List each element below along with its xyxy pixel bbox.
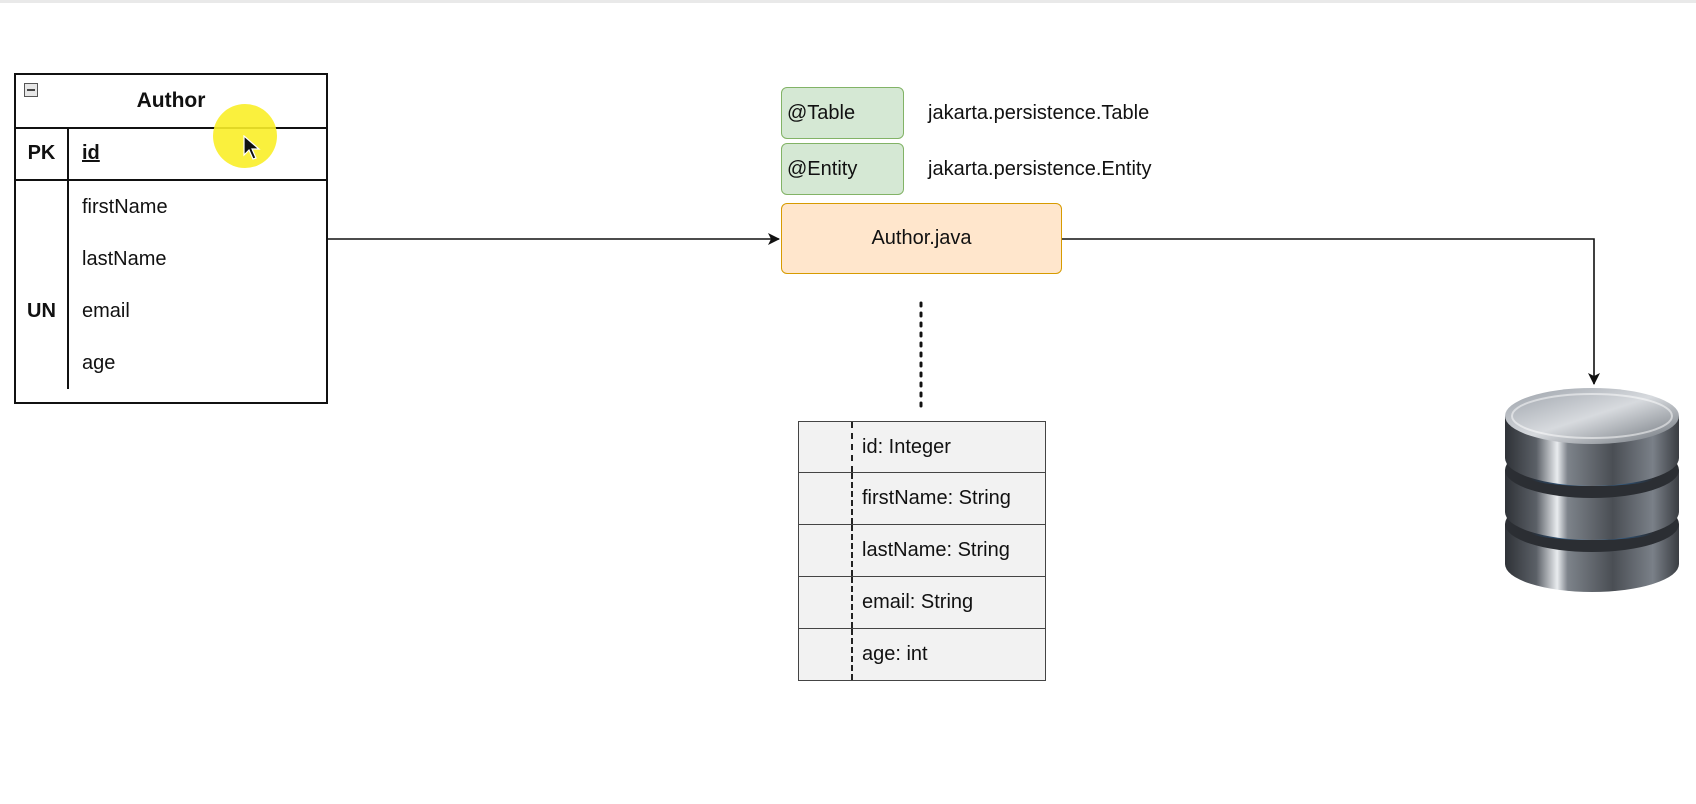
entity-field: lastName: [82, 247, 167, 270]
field-key-label: UN: [27, 299, 56, 322]
entity-field: age: [82, 351, 116, 374]
class-field-label: email: String: [862, 591, 974, 613]
row-divider: [851, 473, 853, 524]
field-key-label: [16, 233, 67, 285]
class-fields-list[interactable]: id: Integer firstName: String lastName: …: [798, 421, 1046, 681]
field-key-label: [16, 181, 67, 233]
cursor-highlight: [213, 104, 277, 168]
list-item[interactable]: id: Integer: [798, 421, 1046, 473]
entity-field: firstName: [82, 195, 168, 218]
list-item[interactable]: email: String: [798, 577, 1046, 629]
key-column-divider: [67, 181, 69, 389]
java-class-box[interactable]: Author.java: [781, 203, 1062, 274]
table-annotation-qualified: jakarta.persistence.Table: [928, 101, 1150, 124]
top-divider: [0, 0, 1696, 3]
entity-field: email: [82, 299, 130, 322]
class-field-label: age: int: [862, 643, 928, 665]
field-key-label: [16, 337, 67, 389]
class-to-database-arrow: [1062, 238, 1600, 385]
class-field-label: firstName: String: [862, 487, 1011, 509]
entity-annotation-qualified: jakarta.persistence.Entity: [928, 157, 1152, 180]
row-divider: [851, 525, 853, 576]
primary-key-row: PK id: [16, 127, 326, 181]
pk-field-name: id: [82, 141, 100, 164]
class-field-label: lastName: String: [862, 539, 1010, 561]
row-divider: [851, 629, 853, 680]
pk-key-label: PK: [27, 141, 56, 164]
key-column-divider: [67, 127, 69, 179]
list-item[interactable]: firstName: String: [798, 473, 1046, 525]
entity-header: Author: [16, 75, 326, 129]
database-icon[interactable]: [1500, 384, 1684, 602]
table-annotation[interactable]: @Table: [781, 87, 904, 139]
entity-title: Author: [136, 89, 206, 112]
list-item[interactable]: age: int: [798, 629, 1046, 681]
author-entity-table[interactable]: Author PK id firstName lastName UN email…: [14, 73, 328, 404]
collapse-icon[interactable]: [24, 83, 38, 97]
list-item[interactable]: lastName: String: [798, 525, 1046, 577]
entity-annotation[interactable]: @Entity: [781, 143, 904, 195]
row-divider: [851, 422, 853, 472]
class-field-label: id: Integer: [862, 435, 951, 458]
cursor-arrow-icon: [243, 135, 261, 160]
row-divider: [851, 577, 853, 628]
